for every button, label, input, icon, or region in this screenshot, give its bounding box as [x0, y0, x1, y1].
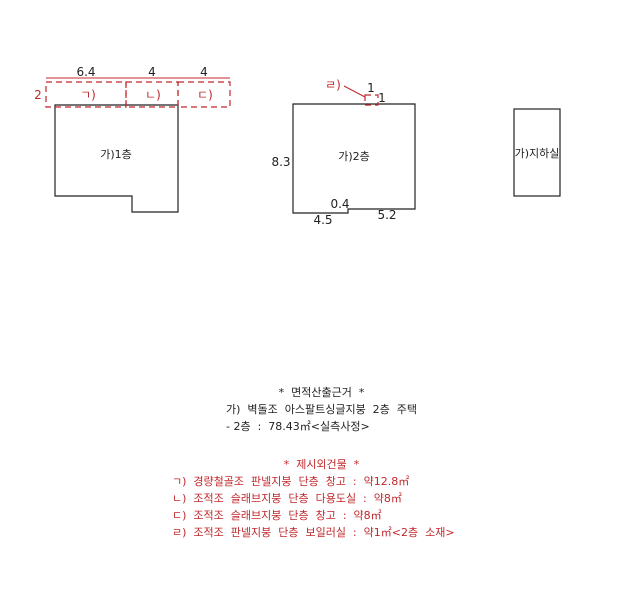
annex-d-top: 1	[367, 81, 375, 95]
annex-c-width: 4	[200, 65, 208, 79]
extra-item-c: ㄷ) 조적조 슬래브지붕 단층 창고 : 약8㎡	[172, 509, 382, 522]
area-calculation-notes: * 면적산출근거 * 가) 벽돌조 아스팔트싱글지붕 2층 주택 - 2층 : …	[0, 384, 643, 435]
building-2f: 가)2층 8.3 0.4 4.5 5.2 ㄹ) 1 1	[271, 78, 416, 227]
annex-c-outline	[177, 81, 231, 108]
extra-title: * 제시외건물 *	[283, 458, 360, 471]
building-2f-outline	[292, 103, 416, 214]
building-2f-bottom-right: 5.2	[377, 208, 396, 222]
basement: 가)지하실	[513, 108, 561, 197]
building-2f-notch: 0.4	[330, 197, 349, 211]
building-2f-height: 8.3	[271, 155, 290, 169]
notes-main-building: 가) 벽돌조 아스팔트싱글지붕 2층 주택	[225, 403, 418, 416]
extra-item-d: ㄹ) 조적조 판넬지붕 단층 보일러실 : 약1㎡<2층 소재>	[172, 526, 455, 539]
extra-buildings-notes: * 제시외건물 * ㄱ) 경량철골조 판넬지붕 단층 창고 : 약12.8㎡ ㄴ…	[0, 456, 643, 541]
annex-d-leader	[343, 85, 366, 98]
annex-d-outline	[364, 94, 379, 106]
building-2f-label: 가)2층	[338, 150, 370, 163]
extra-item-a: ㄱ) 경량철골조 판넬지붕 단층 창고 : 약12.8㎡	[172, 475, 410, 488]
building-1f-label: 가)1층	[100, 148, 132, 161]
annex-a-width: 6.4	[76, 65, 95, 79]
annex-left-depth: 2	[34, 88, 42, 102]
building-1f: 가)1층	[54, 104, 179, 213]
annex-b-label: ㄴ)	[145, 88, 161, 102]
notes-main-area: - 2층 : 78.43㎡<실측사정>	[226, 420, 370, 433]
annex-a-label: ㄱ)	[80, 88, 96, 102]
basement-outline	[513, 108, 561, 197]
annex-d-side: 1	[378, 91, 386, 105]
annex-b-width: 4	[148, 65, 156, 79]
basement-label: 가)지하실	[515, 146, 560, 160]
annex-d-label: ㄹ)	[325, 78, 341, 92]
notes-title: * 면적산출근거 *	[278, 386, 365, 399]
annex-c-label: ㄷ)	[197, 88, 213, 102]
extra-item-b: ㄴ) 조적조 슬래브지붕 단층 다용도실 : 약8㎡	[172, 492, 402, 505]
building-2f-bottom-left: 4.5	[313, 213, 332, 227]
annex-group: 6.4 4 4 2 ㄱ) ㄴ) ㄷ)	[34, 65, 231, 108]
